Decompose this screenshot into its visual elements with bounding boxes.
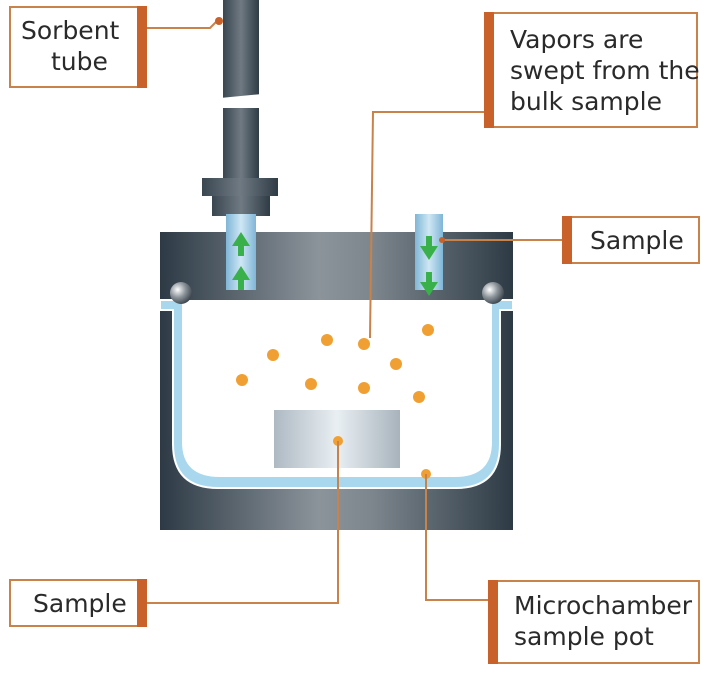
label-microchamber-line1: Microchamber (514, 591, 693, 620)
callout-microchamber: Microchamber sample pot (488, 580, 700, 664)
callout-sample-right: Sample (562, 216, 700, 264)
label-sorbent-line2: tube (51, 47, 108, 76)
callout-sample-bottom: Sample (9, 579, 147, 627)
label-vapors-line3: bulk sample (510, 87, 662, 116)
callout-sorbent-tube: Sorbent tube (9, 6, 147, 88)
o-ring-left (170, 282, 192, 304)
label-vapors-line2: swept from the (510, 56, 700, 85)
label-sorbent-line1: Sorbent (21, 16, 120, 45)
vapor-particles (236, 324, 434, 479)
chamber-lid (160, 232, 513, 288)
label-microchamber-line2: sample pot (514, 622, 654, 651)
label-sample-bottom: Sample (33, 589, 127, 618)
flow-up-arrows (232, 232, 250, 290)
label-vapors-line1: Vapors are (510, 25, 644, 54)
leader-dots (215, 17, 445, 243)
sample-pot-liner (159, 299, 514, 489)
o-ring-right (482, 282, 504, 304)
flow-down-arrows (420, 236, 438, 296)
sorbent-tube (202, 0, 278, 216)
label-sample-right: Sample (590, 226, 684, 255)
callout-vapors: Vapors are swept from the bulk sample (484, 12, 700, 128)
leader-lines (146, 19, 570, 604)
